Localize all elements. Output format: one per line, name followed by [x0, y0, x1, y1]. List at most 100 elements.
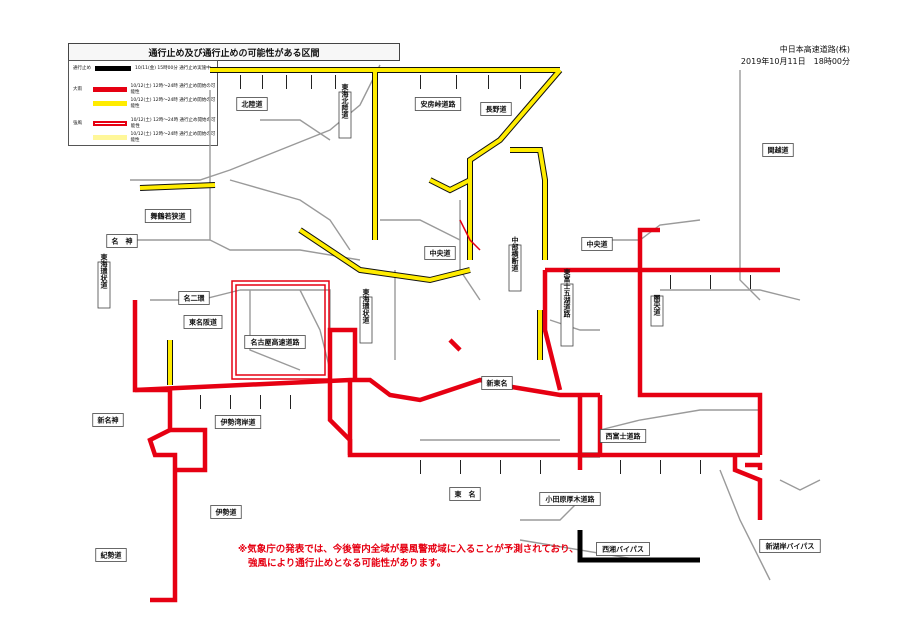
legend-text: 10/12(土) 12時〜24時 通行止め開始の可能性: [130, 132, 216, 143]
road-label-text: 圏央道: [653, 294, 662, 317]
road-label: 関越道: [762, 143, 794, 157]
road-label-box: [762, 143, 794, 157]
road-label-box: [95, 548, 127, 562]
road-label-box: [97, 261, 111, 309]
road-label-text: 中部横断道: [511, 236, 519, 273]
road-label-text: 紀勢道: [101, 551, 122, 560]
legend-text: 10/11(金) 15時00分 通行止め実施中: [135, 66, 211, 71]
yellow-roads: [139, 68, 562, 385]
legend-row: 大雨 10/12(土) 12時〜24時 通行止め開始の可能性: [69, 83, 217, 95]
road-label: 名二環: [178, 291, 210, 305]
legend-row: 通行止め 10/11(金) 15時00分 通行止め実施中: [69, 65, 217, 71]
road-label: 西富士道路: [599, 429, 647, 443]
road-label-text: 西湘バイパス: [602, 545, 644, 554]
legend-text: 10/12(土) 12時〜24時 通行止め開始の可能性: [130, 84, 216, 95]
road-label: 東海環状道: [359, 288, 373, 344]
road-label-box: [539, 492, 601, 506]
road-label: 北陸道: [236, 97, 268, 111]
road-label-box: [183, 315, 223, 329]
road-label: 東名阪道: [183, 315, 223, 329]
station-marks: [200, 75, 751, 474]
road-label-box: [178, 291, 210, 305]
road-label: 舞鶴若狭道: [144, 209, 192, 223]
road-label-box: [449, 487, 481, 501]
road-label-text: 新名神: [98, 416, 119, 425]
road-label-text: 西富士道路: [606, 432, 642, 441]
road-label: 中央道: [424, 246, 456, 260]
road-label: 新東名: [481, 376, 513, 390]
road-label-box: [581, 237, 613, 251]
road-label-box: [424, 246, 456, 260]
road-label-text: 東 名: [455, 490, 476, 499]
road-label: 新湖岸バイパス: [759, 539, 821, 553]
road-label: 伊勢湾岸道: [214, 415, 262, 429]
road-label: 中央道: [581, 237, 613, 251]
road-label: 安房峠道路: [414, 97, 462, 111]
road-label-text: 伊勢道: [215, 508, 237, 517]
road-label-box: [759, 539, 821, 553]
road-label-box: [359, 296, 373, 344]
legend: 通行止め 10/11(金) 15時00分 通行止め実施中 大雨 10/12(土)…: [68, 60, 218, 146]
wind-roads: [231, 219, 481, 380]
road-label: 小田原厚木道路: [539, 492, 601, 506]
road-label-text: 名二環: [184, 294, 206, 303]
road-label: 東 名: [449, 487, 481, 501]
road-label-text: 長野道: [486, 105, 507, 114]
road-label-text: 安房峠道路: [421, 100, 457, 109]
legend-swatch: [93, 100, 127, 106]
road-label-box: [338, 91, 352, 139]
road-label-box: [244, 335, 306, 349]
legend-row: 10/12(土) 12時〜24時 通行止め開始の可能性: [69, 97, 217, 109]
legend-swatch: [93, 86, 127, 92]
road-label: 名古屋高速道路: [244, 335, 306, 349]
road-label-text: 伊勢湾岸道: [220, 418, 256, 427]
road-label: 圏央道: [650, 294, 664, 327]
road-label-text: 中央道: [430, 249, 451, 258]
road-label-box: [106, 234, 138, 248]
road-label-text: 関越道: [768, 146, 789, 155]
road-label-text: 東海北陸道: [341, 83, 350, 120]
map-title: 通行止め及び通行止めの可能性がある区間: [68, 43, 400, 61]
road-label-text: 東海環状道: [362, 288, 371, 325]
road-label-box: [599, 429, 647, 443]
road-label: 中部横断道: [508, 236, 522, 292]
road-label-box: [560, 283, 574, 347]
road-label-text: 小田原厚木道路: [545, 495, 596, 504]
road-label: 長野道: [480, 102, 512, 116]
legend-row: 10/12(土) 12時〜24時 通行止め開始の可能性: [69, 131, 217, 143]
road-labels: 北陸道安房峠道路長野道関越道東海北陸道舞鶴若狭道名 神中央道中央道中部横断道東海…: [92, 83, 821, 562]
road-label-box: [236, 97, 268, 111]
legend-category: 通行止め: [73, 66, 91, 71]
road-label-text: 名古屋高速道路: [251, 338, 301, 347]
road-label: 西湘バイパス: [596, 542, 650, 556]
red-roads: [132, 227, 780, 603]
road-label: 東海北陸道: [338, 83, 352, 139]
other-roads: [120, 64, 821, 581]
road-label-box: [596, 542, 650, 556]
road-label-box: [650, 295, 664, 327]
legend-swatch: [93, 120, 127, 126]
road-label-text: 新湖岸バイパス: [766, 542, 815, 551]
legend-text: 10/12(土) 12時〜24時 通行止め開始の可能性: [130, 98, 216, 109]
org-name: 中日本高速道路(株): [779, 45, 850, 54]
notice-line: 強風により通行止めとなる可能性があります。: [248, 558, 447, 569]
notice-line: ※気象庁の発表では、今後管内全域が暴風警戒域に入ることが予測されており、: [238, 544, 579, 555]
road-label: 新名神: [92, 413, 124, 427]
legend-text: 10/12(土) 12時〜24時 通行止め開始の可能性: [130, 118, 216, 129]
road-label-text: 中央道: [587, 240, 608, 249]
legend-swatch: [95, 65, 131, 71]
legend-category: 強風: [73, 121, 82, 126]
road-label-box: [480, 102, 512, 116]
road-label-box: [92, 413, 124, 427]
road-label-text: 北陸道: [242, 100, 263, 109]
road-label: 東海環状道: [97, 253, 111, 309]
road-label-box: [481, 376, 513, 390]
road-label-box: [210, 505, 242, 519]
road-label-text: 名 神: [112, 237, 133, 246]
road-label-box: [414, 97, 462, 111]
road-label: 伊勢道: [210, 505, 242, 519]
road-label-box: [144, 209, 192, 223]
road-label-text: 新東名: [487, 379, 508, 388]
road-label: 紀勢道: [95, 548, 127, 562]
